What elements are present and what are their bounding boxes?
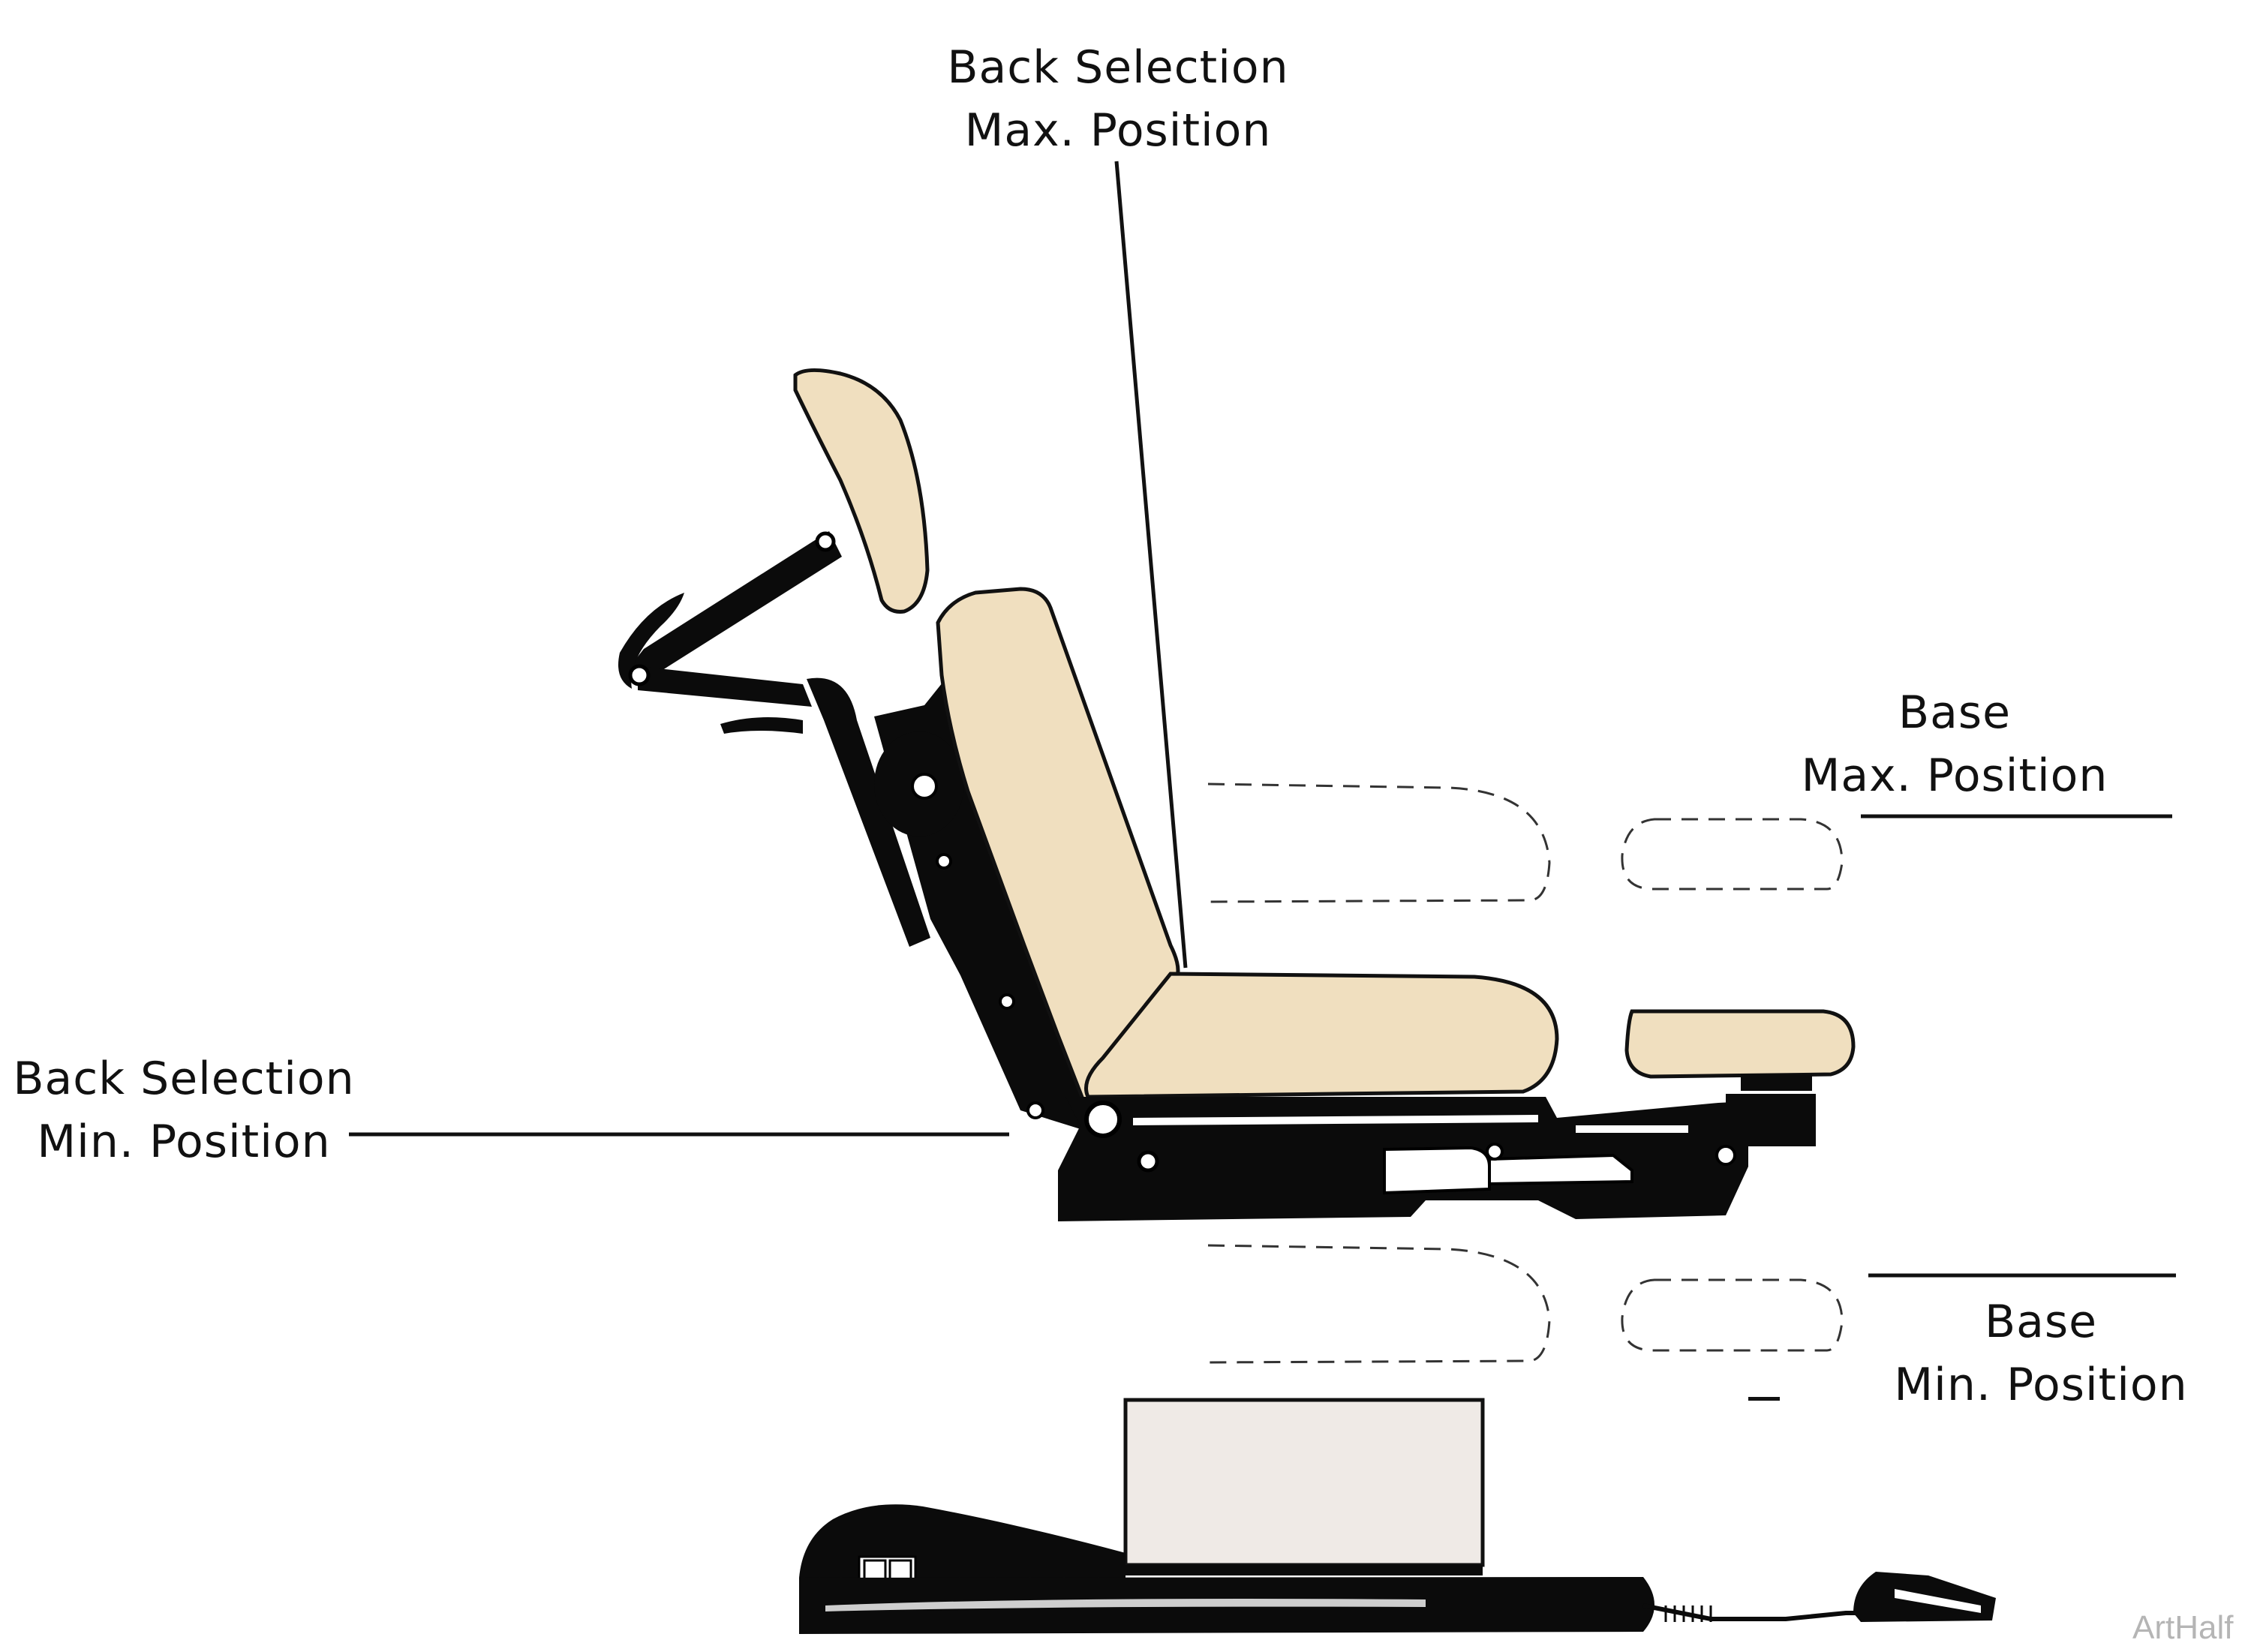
seat-mechanism xyxy=(1026,1074,1816,1221)
label-back-selection-min: Back Selection Min. Position xyxy=(0,1047,368,1173)
ghost-seat-max xyxy=(1207,782,1551,903)
headrest-arm xyxy=(630,531,842,679)
seat-rail-highlight xyxy=(1133,1115,1538,1125)
label-back-selection-max-line2: Max. Position xyxy=(964,104,1272,157)
lift-column xyxy=(1123,1398,1485,1567)
label-base-min-line1: Base xyxy=(1984,1296,2098,1348)
label-back-selection-max-line1: Back Selection xyxy=(947,41,1289,94)
release-lever xyxy=(807,677,930,947)
leader-lines xyxy=(349,161,2176,1278)
pivot-bolt-5 xyxy=(1026,1101,1044,1119)
lever-handle xyxy=(720,717,803,734)
cord-coil xyxy=(1664,1605,1712,1622)
watermark: ArtHalf xyxy=(2132,1609,2234,1646)
headrest-assembly xyxy=(618,368,930,947)
seat-cushion xyxy=(1084,972,1559,1099)
column-base-plate xyxy=(1125,1565,1483,1575)
motor-hub xyxy=(911,773,938,800)
pivot-bolt-2 xyxy=(1137,1150,1159,1173)
label-base-max-line2: Max. Position xyxy=(1801,749,2108,802)
headrest-cushion xyxy=(793,368,930,614)
back-bolt-1 xyxy=(936,853,952,870)
actuator-body xyxy=(1383,1146,1491,1195)
ghost-seat-min xyxy=(1207,1244,1551,1364)
base-min-marker xyxy=(1748,1397,1780,1401)
base-assembly xyxy=(799,1398,1996,1634)
actuator-rod xyxy=(1488,1153,1633,1186)
back-bolt-2 xyxy=(999,993,1015,1010)
label-back-selection-min-line1: Back Selection xyxy=(13,1053,355,1105)
label-base-max-line1: Base xyxy=(1898,686,2012,739)
floor-base-highlight xyxy=(825,1599,1426,1611)
label-base-min-line2: Min. Position xyxy=(1894,1359,2188,1411)
label-base-min: Base Min. Position xyxy=(1846,1290,2236,1416)
label-back-selection-min-line2: Min. Position xyxy=(37,1116,331,1168)
pivot-bolt-3 xyxy=(1486,1143,1504,1161)
leader-back-max xyxy=(1114,161,1188,969)
footrest-linkage xyxy=(1576,1125,1688,1133)
pivot-bolt-1 xyxy=(1084,1101,1122,1138)
headrest-knob xyxy=(618,593,684,689)
back-cushion xyxy=(936,587,1180,1106)
footrest-cushion xyxy=(1624,1009,1856,1079)
foot-control-pedal xyxy=(1895,1589,1981,1613)
headrest-lower-arm xyxy=(638,666,812,707)
ghost-footrest-max xyxy=(1621,818,1844,891)
footrest-support xyxy=(1726,1094,1816,1146)
footrest-bracket xyxy=(1741,1074,1812,1091)
ghost-footrest-min xyxy=(1621,1278,1844,1352)
pivot-bolt-4 xyxy=(1715,1145,1736,1166)
backrest-assembly xyxy=(874,587,1180,1129)
label-back-selection-max: Back Selection Max. Position xyxy=(923,36,1313,162)
arm-pivot-1 xyxy=(628,664,651,686)
label-base-max: Base Max. Position xyxy=(1748,681,2161,807)
arm-pivot-2 xyxy=(815,531,836,552)
